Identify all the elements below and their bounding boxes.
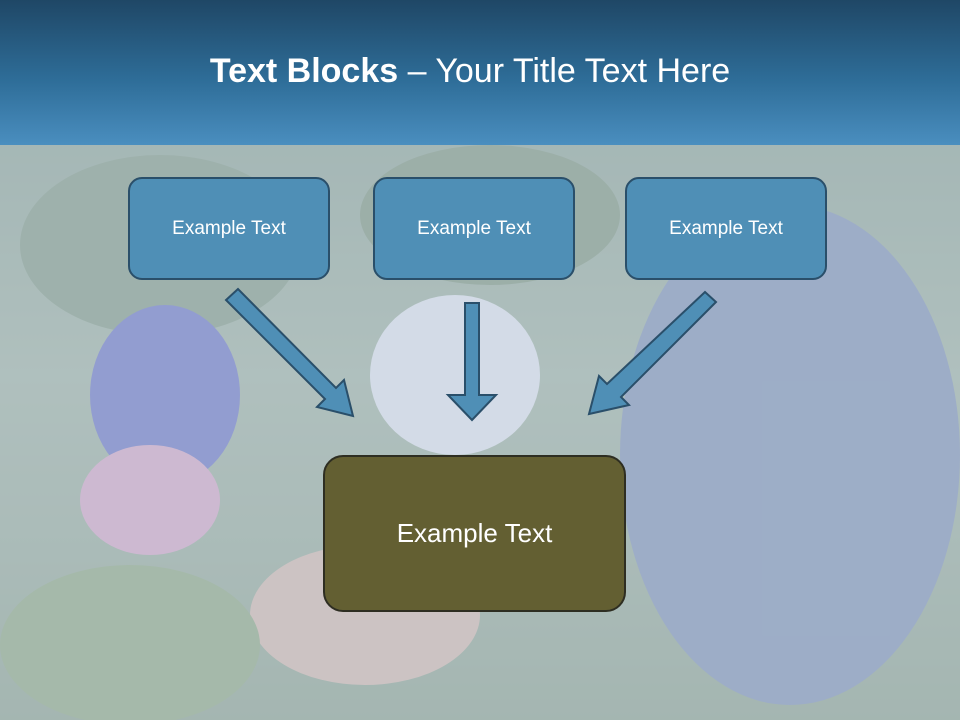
text-block-1-label: Example Text: [172, 217, 286, 239]
center-text-block-label: Example Text: [396, 518, 553, 548]
text-block-1[interactable]: Example Text: [128, 177, 330, 280]
arrow-center-down[interactable]: [445, 302, 499, 422]
text-block-3-label: Example Text: [669, 217, 783, 239]
arrow-right-diagonal[interactable]: [587, 290, 718, 416]
header-band: Text Blocks – Your Title Text Here: [0, 0, 960, 145]
text-block-3[interactable]: Example Text: [625, 177, 827, 280]
text-block-2-label: Example Text: [417, 217, 531, 239]
arrow-left-diagonal[interactable]: [224, 287, 355, 418]
title-bold: Text Blocks: [209, 52, 399, 90]
slide-title[interactable]: Text Blocks – Your Title Text Here: [0, 52, 940, 91]
title-rest: – Your Title Text Here: [398, 52, 731, 90]
center-text-block[interactable]: Example Text: [323, 455, 626, 612]
text-block-2[interactable]: Example Text: [373, 177, 575, 280]
